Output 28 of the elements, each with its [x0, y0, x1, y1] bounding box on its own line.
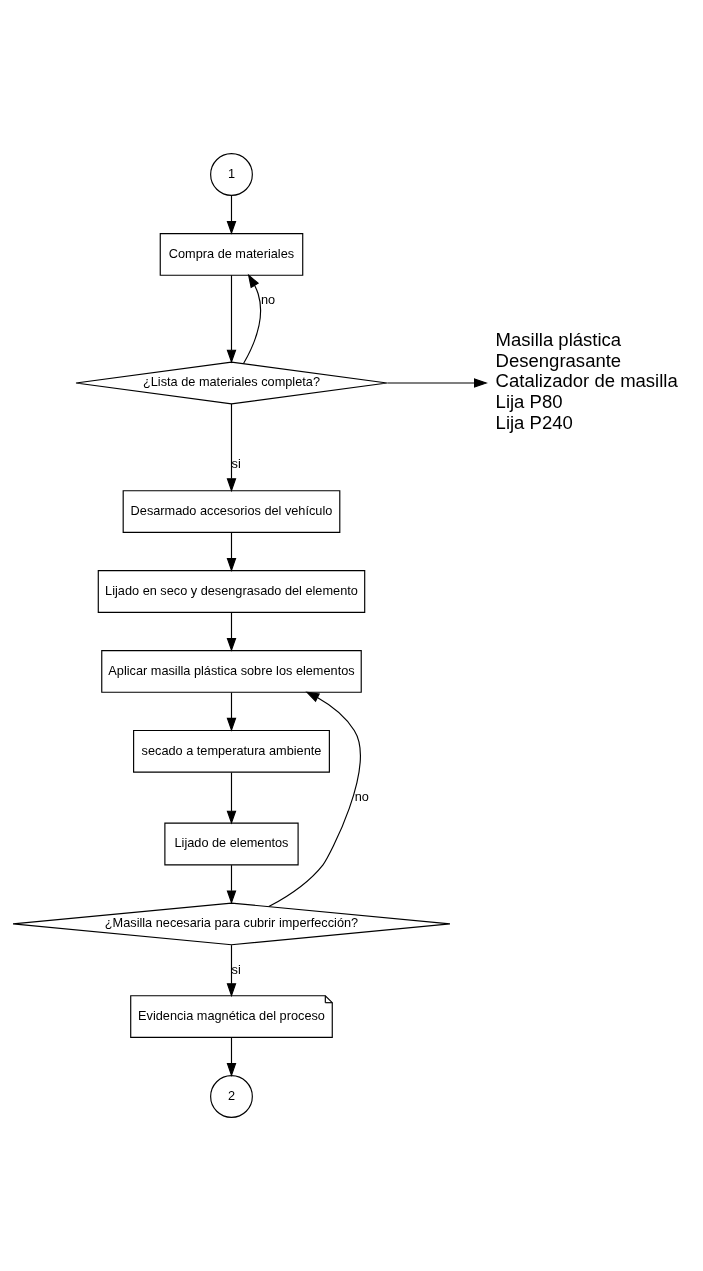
node-box: Aplicar masilla plástica sobre los elementos: [101, 649, 362, 693]
edge-label: no: [354, 788, 369, 804]
arrow: [226, 864, 237, 905]
node-box: Lijado en seco y desengrasado del elemento: [97, 570, 366, 613]
arrow: [226, 771, 237, 825]
arrow: [226, 691, 237, 732]
arrow: [226, 274, 237, 364]
arrow: [386, 378, 488, 388]
edge-label: no: [260, 291, 276, 307]
arrow: [226, 612, 237, 652]
arrow: [268, 691, 361, 908]
node-box: Desarmado accesorios del vehículo: [122, 490, 341, 533]
node-circle: 2: [210, 1075, 253, 1118]
node-box: Lijado de elementos: [164, 822, 299, 866]
edge-label: si: [231, 961, 241, 977]
arrow: [226, 532, 237, 572]
arrow: [226, 403, 237, 493]
arrow: [226, 1037, 237, 1077]
node-box: Compra de materiales: [159, 233, 304, 276]
node-text: Masilla plástica Desengrasante Catalizador de masilla Lija P80 Lija P240: [495, 328, 678, 434]
node-circle: 1: [210, 153, 253, 196]
node-box: secado a temperatura ambiente: [133, 729, 330, 773]
arrow: [226, 944, 237, 998]
arrow: [242, 273, 262, 365]
node-diamond: ¿Lista de materiales completa?: [75, 361, 388, 405]
node-diamond: ¿Masilla necesaria para cubrir imperfección?: [12, 902, 451, 946]
edge-label: si: [231, 456, 241, 472]
arrow: [226, 195, 237, 235]
